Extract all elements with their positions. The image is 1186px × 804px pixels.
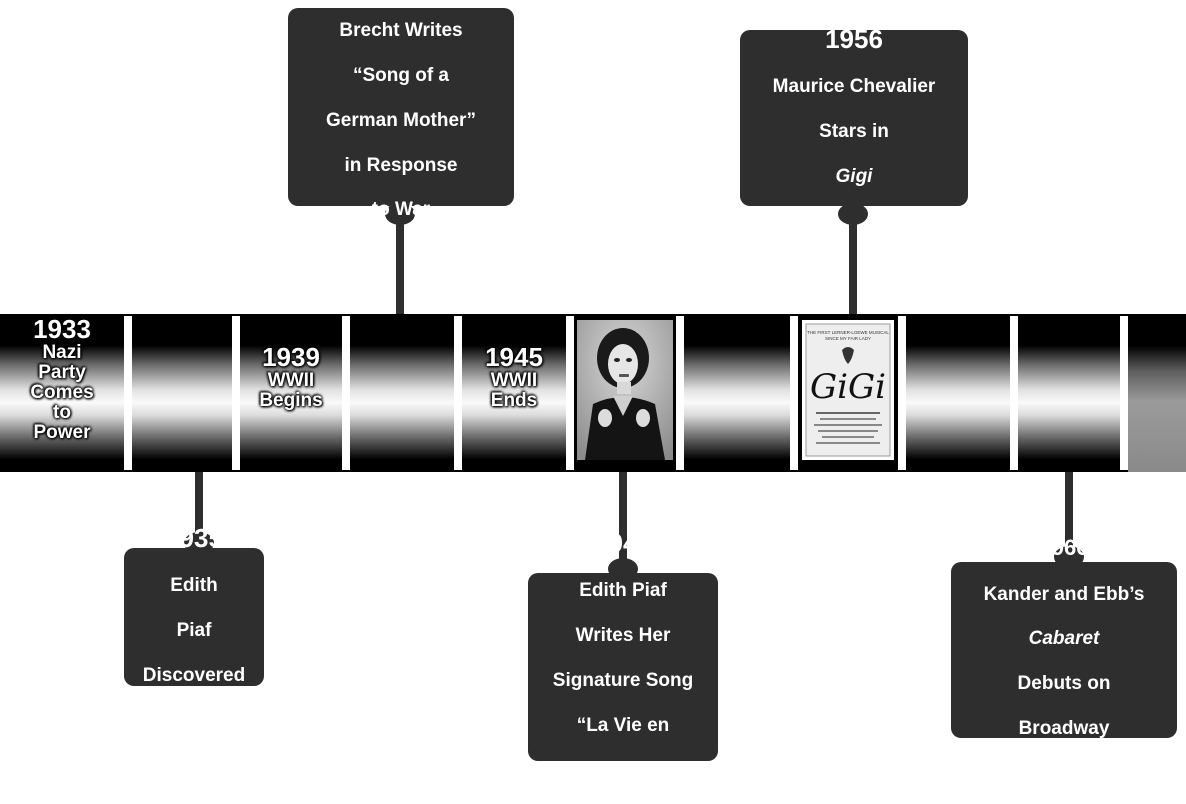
- frame-separator: [1120, 316, 1128, 470]
- poster-tagline-2: SINCE MY FAIR LADY: [825, 336, 871, 341]
- event-line: German Mother”: [326, 110, 476, 132]
- film-strip: 1933 Nazi Party Comes to Power 1939 WWII…: [0, 314, 1186, 472]
- event-line: Discovered: [143, 665, 245, 687]
- event-box-1946: 1946 Edith Piaf Writes Her Signature Son…: [528, 573, 718, 761]
- event-line: “La Vie en: [553, 715, 693, 737]
- film-frame: [1018, 314, 1120, 472]
- frame-separator: [566, 316, 574, 470]
- strip-year: 1933: [4, 316, 120, 343]
- event-line: Writes Her: [553, 625, 693, 647]
- film-frame: [906, 314, 1010, 472]
- event-line: Brecht Writes: [326, 20, 476, 42]
- event-line: Stars in: [773, 121, 936, 143]
- frame-separator: [454, 316, 462, 470]
- event-text: Kander and Ebb’s Cabaret Debuts on Broad…: [984, 561, 1145, 763]
- strip-text: WWII Ends: [462, 371, 566, 411]
- strip-text: Nazi Party Comes to Power: [4, 343, 120, 443]
- event-line: Rose”: [553, 759, 693, 781]
- poster-title: GiGi: [810, 367, 886, 407]
- gigi-poster: THE FIRST LERNER-LOEWE MUSICAL SINCE MY …: [802, 320, 894, 460]
- event-box-1935: 1935 Edith Piaf Discovered: [124, 548, 264, 686]
- frame-separator: [898, 316, 906, 470]
- event-line: Maurice Chevalier: [773, 76, 936, 98]
- event-text: Maurice Chevalier Stars in Gigi: [773, 54, 936, 211]
- frame-separator: [676, 316, 684, 470]
- event-line-italic: Cabaret: [1029, 628, 1100, 649]
- film-frame: [132, 314, 232, 472]
- film-frame: [684, 314, 790, 472]
- event-line: Debuts on: [984, 673, 1145, 695]
- frame-separator: [790, 316, 798, 470]
- event-line: “Song of a: [326, 65, 476, 87]
- event-line: Kander and Ebb’s: [984, 584, 1145, 606]
- event-line: Edith: [143, 575, 245, 597]
- frame-separator: [1010, 316, 1018, 470]
- event-line: Broadway: [984, 718, 1145, 740]
- event-year: 1956: [825, 26, 883, 52]
- event-line: Piaf: [143, 620, 245, 642]
- strip-label-1945: 1945 WWII Ends: [462, 344, 566, 411]
- edith-piaf-photo: [577, 320, 673, 460]
- strip-label-1939: 1939 WWII Begins: [240, 344, 342, 411]
- strip-text: WWII Begins: [240, 371, 342, 411]
- poster-tagline: THE FIRST LERNER-LOEWE MUSICAL: [807, 330, 889, 335]
- event-text: Edith Piaf Discovered: [143, 553, 245, 710]
- connector-stem: [849, 214, 857, 314]
- event-box-1956: 1956 Maurice Chevalier Stars in Gigi: [740, 30, 968, 206]
- event-line: Signature Song: [553, 670, 693, 692]
- event-year: 1946: [594, 530, 652, 556]
- strip-year: 1939: [240, 344, 342, 371]
- event-text: Brecht Writes “Song of a German Mother” …: [326, 0, 476, 244]
- frame-separator: [124, 316, 132, 470]
- film-frame: [1128, 314, 1186, 472]
- event-line: in Response: [326, 155, 476, 177]
- event-year: 1966: [1040, 537, 1089, 559]
- event-text: Edith Piaf Writes Her Signature Song “La…: [553, 558, 693, 804]
- frame-separator: [342, 316, 350, 470]
- event-year: 1935: [165, 525, 223, 551]
- event-line: to War: [326, 199, 476, 221]
- frame-separator: [232, 316, 240, 470]
- film-frame: [350, 314, 454, 472]
- strip-year: 1945: [462, 344, 566, 371]
- event-box-1966: 1966 Kander and Ebb’s Cabaret Debuts on …: [951, 562, 1177, 738]
- event-line-italic: Gigi: [836, 166, 873, 187]
- event-box-1944: 1944 Brecht Writes “Song of a German Mot…: [288, 8, 514, 206]
- strip-label-1933: 1933 Nazi Party Comes to Power: [4, 316, 120, 443]
- event-line: Edith Piaf: [553, 580, 693, 602]
